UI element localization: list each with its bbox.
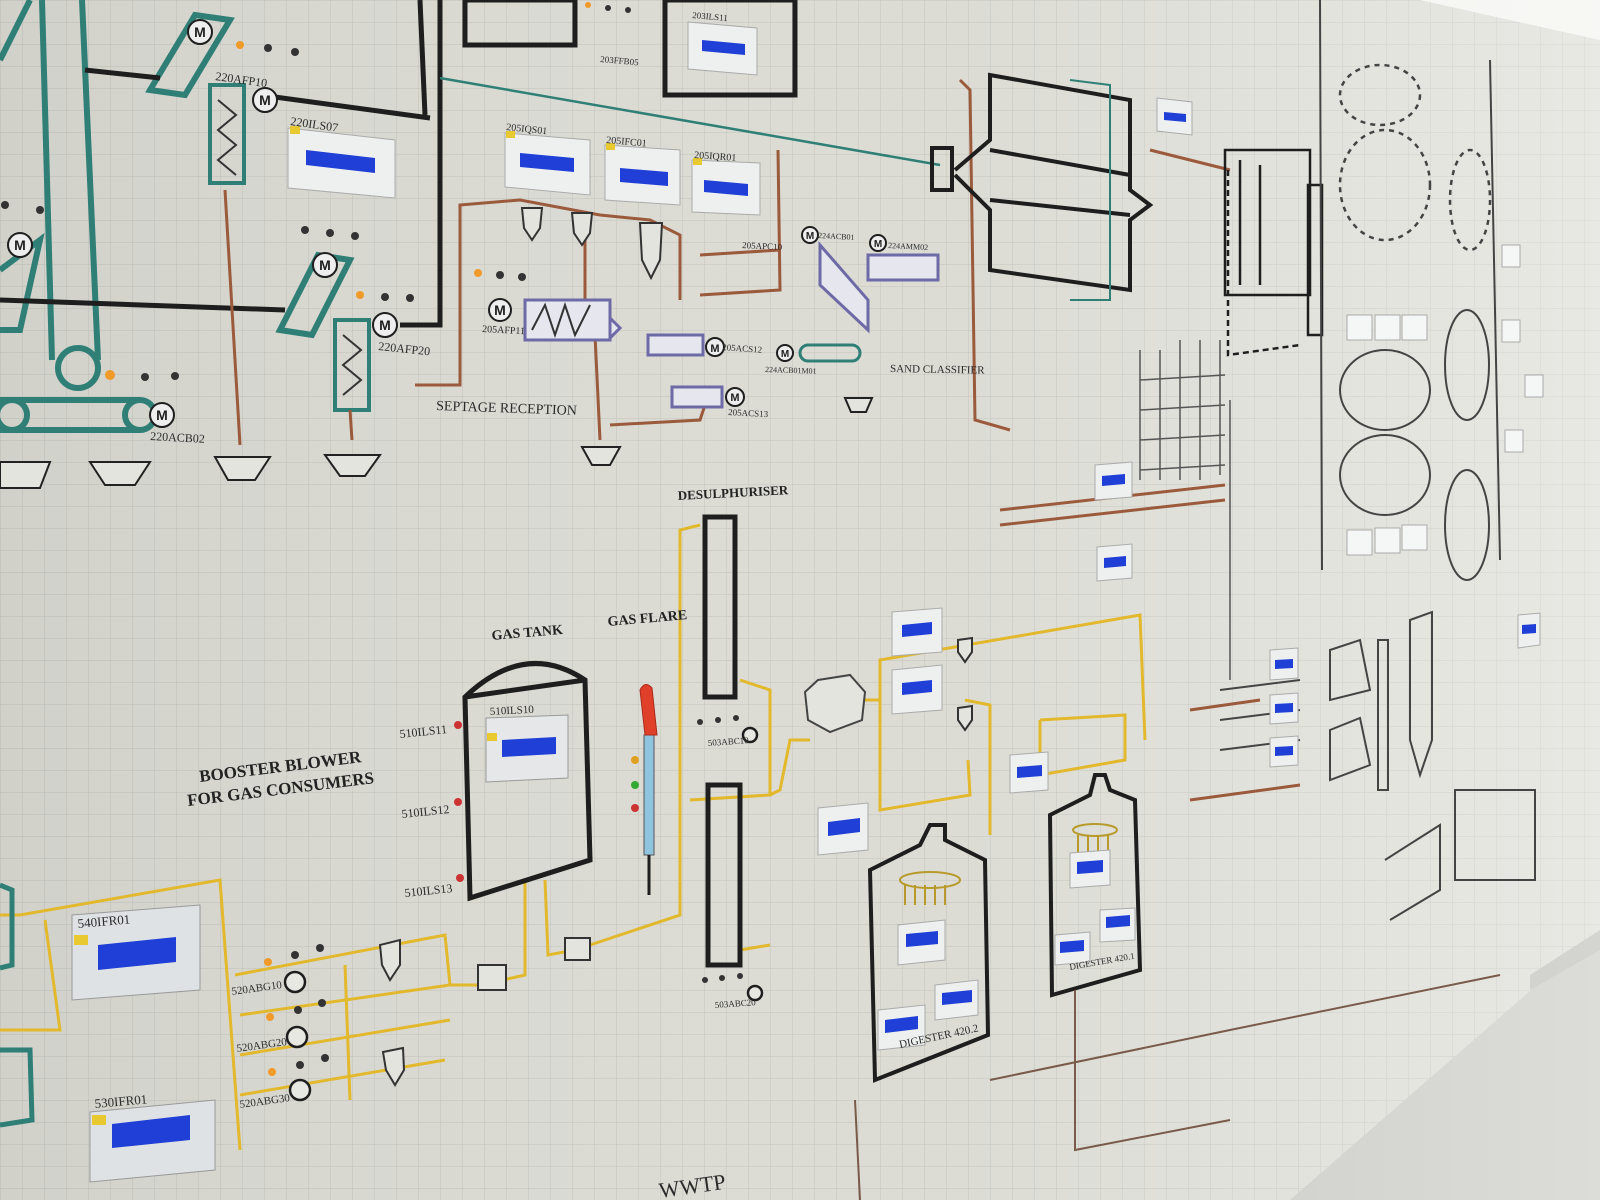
tag-205iqr01: 205IQR01 xyxy=(694,150,737,164)
lcd-panel xyxy=(604,143,681,206)
tag-220afp20: 220AFP20 xyxy=(378,339,431,358)
lcd-panel xyxy=(891,664,943,715)
bottom-lines xyxy=(854,974,1501,1200)
desulphuriser xyxy=(702,514,743,968)
svg-text:M: M xyxy=(379,317,391,333)
lcd-panel xyxy=(817,802,869,856)
svg-text:M: M xyxy=(494,302,506,318)
svg-text:M: M xyxy=(194,24,206,40)
lcd-panel xyxy=(1269,647,1299,681)
teal-conveyors xyxy=(0,0,355,433)
gas-tank xyxy=(462,661,593,902)
svg-text:M: M xyxy=(781,349,789,360)
tag-510ils10: 510ILS10 xyxy=(490,704,535,718)
tag-203ffb05: 203FFB05 xyxy=(600,54,640,67)
svg-text:M: M xyxy=(14,237,26,253)
tag-205apc10: 205APC10 xyxy=(742,240,783,252)
lcd-panel xyxy=(504,131,591,196)
tag-205ifc01: 205IFC01 xyxy=(606,135,647,149)
lcd-displays xyxy=(71,21,1544,1183)
svg-text:M: M xyxy=(259,92,271,108)
dotted-tanks xyxy=(1338,63,1492,252)
lcd-panel xyxy=(1099,907,1136,943)
lcd-panel xyxy=(1069,849,1111,889)
lcd-panel xyxy=(691,158,761,216)
cyclones xyxy=(520,207,664,281)
lcd-panel xyxy=(89,1099,216,1183)
lcd-panel xyxy=(897,919,946,966)
lcd-panel xyxy=(1156,97,1193,136)
tag-205afp11: 205AFP11 xyxy=(482,324,526,337)
svg-text:M: M xyxy=(156,407,168,423)
lcd-panel xyxy=(1054,931,1091,966)
lcd-panel xyxy=(1094,461,1133,501)
title-gas-flare: GAS FLARE xyxy=(607,608,688,630)
tag-224acb01: 224ACB01 xyxy=(818,231,855,242)
tag-205acs13: 205ACS13 xyxy=(728,407,769,419)
svg-text:M: M xyxy=(710,343,719,355)
tag-220acb02: 220ACB02 xyxy=(150,429,205,446)
tag-510ils12: 510ILS12 xyxy=(401,802,450,821)
title-sand-classifier: SAND CLASSIFIER xyxy=(890,363,985,377)
motor-symbols: M M M M M M M M M M M M xyxy=(7,19,887,428)
dewatering-equipment xyxy=(1219,610,1536,921)
black-process-lines xyxy=(0,0,798,328)
heat-exchanger-columns xyxy=(208,83,371,412)
lcd-panel xyxy=(287,126,396,199)
tag-503abc10: 503ABC10 xyxy=(707,735,749,748)
teal-lower-left xyxy=(0,882,35,1128)
lcd-panel xyxy=(934,979,979,1021)
lcd-panel xyxy=(1517,612,1541,649)
lcd-panel xyxy=(485,714,569,783)
tag-530ifr01: 530IFR01 xyxy=(94,1091,148,1111)
teal-header-line xyxy=(439,76,941,167)
equipment-tags: 220AFP10 220ILS07 220ACB02 220AFP20 205I… xyxy=(150,10,928,446)
lcd-panel xyxy=(1269,692,1299,725)
lcd-panel xyxy=(1096,543,1133,582)
grit-chamber xyxy=(930,72,1154,301)
svg-text:M: M xyxy=(874,239,882,250)
svg-text:M: M xyxy=(319,257,331,273)
yellow-gas-lines xyxy=(0,523,1147,1151)
teal-sand-conveyor xyxy=(798,343,862,363)
booster-blowers xyxy=(283,726,764,1102)
title-gas-tank: GAS TANK xyxy=(491,623,564,644)
tag-220ils07: 220ILS07 xyxy=(290,114,339,135)
tag-224acb02: 224AMM02 xyxy=(888,241,928,252)
indicator-lamps xyxy=(1,2,743,1076)
clarifier-tanks xyxy=(1319,0,1501,581)
tag-540ifr01: 540IFR01 xyxy=(77,911,131,931)
octagon-vessel xyxy=(803,673,867,734)
screw-conveyors xyxy=(523,241,940,409)
tag-510ils11: 510ILS11 xyxy=(399,722,448,741)
lcd-panel xyxy=(891,607,943,657)
digester-internals xyxy=(899,823,1118,905)
tag-205acs12: 205ACS12 xyxy=(722,342,763,355)
lcd-panel xyxy=(1269,735,1299,768)
tag-205iqs01: 205IQS01 xyxy=(506,122,548,137)
gas-flare xyxy=(639,684,658,895)
lcd-panel xyxy=(687,21,758,76)
digesters xyxy=(867,773,1143,1083)
hoppers xyxy=(0,397,874,489)
svg-text:M: M xyxy=(806,231,814,242)
tag-510ils13: 510ILS13 xyxy=(404,881,453,900)
svg-text:M: M xyxy=(730,392,739,404)
tag-203ils11: 203ILS11 xyxy=(692,10,728,23)
indicator-tiles xyxy=(1346,244,1544,556)
title-septage-reception: SEPTAGE RECEPTION xyxy=(436,399,577,419)
lcd-panel xyxy=(1009,751,1049,794)
tag-503abc20: 503ABC20 xyxy=(714,997,756,1010)
tag-224acb01m01: 224ACB01M01 xyxy=(765,365,817,376)
title-desulphuriser: DESULPHURISER xyxy=(677,482,789,503)
lcd-panel xyxy=(877,1004,926,1051)
valve-matrix xyxy=(1139,340,1231,680)
bar-screen-right xyxy=(1223,148,1324,357)
condensate-traps xyxy=(378,636,973,1087)
lcd-panel xyxy=(71,904,201,1001)
